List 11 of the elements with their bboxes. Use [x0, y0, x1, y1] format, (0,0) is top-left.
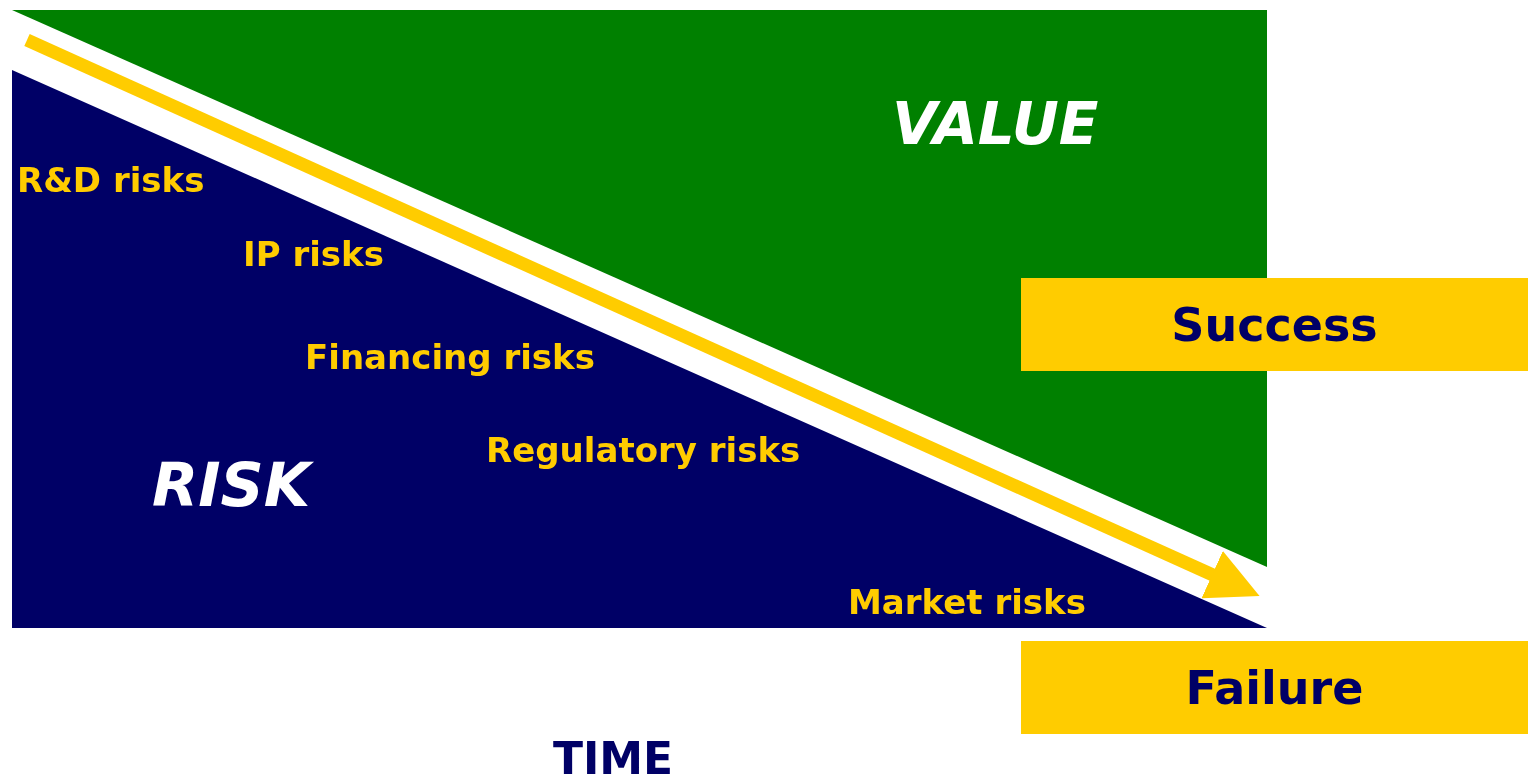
outcome-box [1021, 641, 1528, 734]
outcome-label: Failure [1185, 664, 1364, 711]
risk-label: Financing risks [305, 340, 595, 374]
risk-label: R&D risks [17, 163, 205, 197]
risk-label: IP risks [243, 237, 384, 271]
outcome-box [1021, 278, 1528, 371]
area-title: VALUE [892, 95, 1099, 153]
risk-label: Regulatory risks [486, 433, 801, 467]
axis-label: TIME [552, 737, 674, 779]
outcome-label: Success [1171, 301, 1378, 348]
risk-label: Market risks [848, 585, 1086, 619]
